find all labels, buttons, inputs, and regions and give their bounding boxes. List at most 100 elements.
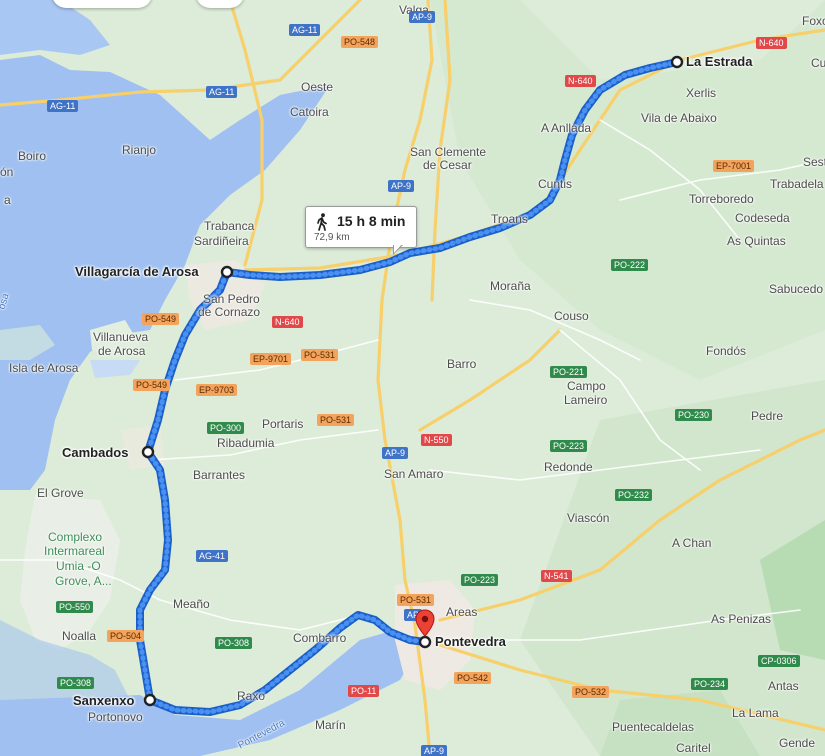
road-shield: AP-9 xyxy=(382,447,409,459)
road-shield: PO-223 xyxy=(461,574,499,586)
road-shield: PO-234 xyxy=(691,678,729,690)
map-control-right[interactable] xyxy=(196,0,244,8)
road-shield: PO-308 xyxy=(215,637,253,649)
park-label: Umia -O xyxy=(56,559,101,573)
place-label: Trabanca xyxy=(204,219,255,233)
place-label: Moraña xyxy=(490,279,531,293)
place-label: Barrantes xyxy=(193,468,246,482)
road-shield: PO-230 xyxy=(675,409,713,421)
road-shield: PO-232 xyxy=(615,489,653,501)
road-shield: N-640 xyxy=(272,316,303,328)
walking-person-icon xyxy=(317,213,327,231)
place-label: Puentecaldelas xyxy=(612,720,695,734)
place-label: Fondós xyxy=(706,344,747,358)
place-label: San Pedro xyxy=(203,292,260,306)
road-shield: AP-9 xyxy=(421,745,448,756)
place-label: Campo xyxy=(567,379,606,393)
place-label: Torreboredo xyxy=(689,192,754,206)
road-shield: EP-7001 xyxy=(713,160,755,172)
stop-label-waypoint[interactable]: Cambados xyxy=(62,445,129,460)
stop-label-start[interactable]: La Estrada xyxy=(686,54,753,69)
road-shield: N-640 xyxy=(565,75,596,87)
place-label: Pedre xyxy=(751,409,784,423)
place-label: Barro xyxy=(447,357,477,371)
park-label: Complexo xyxy=(48,530,103,544)
place-label: Areas xyxy=(446,605,478,619)
place-label: Raxo xyxy=(237,689,266,703)
road-shield: PO-548 xyxy=(341,36,379,48)
road-shield: PO-223 xyxy=(550,440,588,452)
park-label: Grove, A... xyxy=(55,574,112,588)
road-shield: PO-532 xyxy=(572,686,610,698)
road-shield: PO-542 xyxy=(454,672,492,684)
road-shield: AG-11 xyxy=(206,86,238,98)
place-label: Troans xyxy=(491,212,528,226)
place-label: Villanueva xyxy=(93,330,149,344)
road-shield: CP-0306 xyxy=(758,655,800,667)
road-shield: AP-9 xyxy=(409,11,436,23)
route-info-box[interactable]: 15 h 8 min 72,9 km xyxy=(305,206,417,248)
road-shield: PO-550 xyxy=(56,601,94,613)
stop-label-waypoint[interactable]: Sanxenxo xyxy=(73,693,135,708)
place-label: Sardiñeira xyxy=(194,234,249,248)
road-shield: EP-9703 xyxy=(196,384,238,396)
park-label: Intermareal xyxy=(44,544,105,558)
road-shield: PO-308 xyxy=(57,677,95,689)
place-label: Cu xyxy=(811,56,825,70)
place-label: Sest xyxy=(803,155,825,169)
place-label: La Lama xyxy=(732,706,779,720)
place-label: Trabadela xyxy=(770,177,824,191)
road-shield: EP-9701 xyxy=(250,353,292,365)
road-shield: PO-222 xyxy=(611,259,649,271)
place-label: Couso xyxy=(554,309,589,323)
place-label: a xyxy=(4,193,11,207)
route-box-pointer-fill xyxy=(394,244,402,253)
place-label: Codeseda xyxy=(735,211,790,225)
road-shield: N-541 xyxy=(541,570,572,582)
place-label: Caritel xyxy=(676,741,711,755)
place-label: A Anllada xyxy=(541,121,592,135)
road-shield: AG-11 xyxy=(47,100,79,112)
place-label: El Grove xyxy=(37,486,84,500)
road-shield: AG-11 xyxy=(289,24,321,36)
place-label: Cuntis xyxy=(538,177,573,191)
place-label: Gende xyxy=(779,736,816,750)
place-label: Redonde xyxy=(544,460,593,474)
place-label: Sabucedo xyxy=(769,282,824,296)
place-label: Marín xyxy=(315,718,346,732)
place-label: Viascón xyxy=(567,511,610,525)
place-label: Ribadumia xyxy=(217,436,275,450)
place-label: Lameiro xyxy=(564,393,608,407)
place-label: Combarro xyxy=(293,631,347,645)
place-label: A Chan xyxy=(672,536,712,550)
destination-pin-icon[interactable] xyxy=(415,609,435,637)
route-distance: 72,9 km xyxy=(314,232,350,243)
stop-label-destination[interactable]: Pontevedra xyxy=(435,634,506,649)
road-shield: PO-549 xyxy=(142,313,180,325)
road-shield: PO-531 xyxy=(301,349,339,361)
place-label: Isla de Arosa xyxy=(9,361,79,375)
place-label: ón xyxy=(0,165,14,179)
place-label: Xerlis xyxy=(686,86,717,100)
place-label: Antas xyxy=(768,679,799,693)
place-label: Catoira xyxy=(290,105,329,119)
road-shield: PO-504 xyxy=(107,630,145,642)
road-shield: AP-9 xyxy=(388,180,415,192)
road-shield: PO-531 xyxy=(317,414,355,426)
map-control-left[interactable] xyxy=(52,0,152,8)
place-label: As Penizas xyxy=(711,612,772,626)
place-label: As Quintas xyxy=(727,234,786,248)
road-shield: N-640 xyxy=(756,37,787,49)
place-label: de Cesar xyxy=(423,158,472,172)
road-shield: PO-549 xyxy=(133,379,171,391)
place-label: Vila de Abaixo xyxy=(641,111,717,125)
place-label: Oeste xyxy=(301,80,334,94)
stop-label-waypoint[interactable]: Villagarcía de Arosa xyxy=(75,264,199,279)
place-label: Foxo xyxy=(802,14,825,28)
route-duration: 15 h 8 min xyxy=(337,213,406,229)
place-label: Boiro xyxy=(18,149,47,163)
place-label: Meaño xyxy=(173,597,210,611)
